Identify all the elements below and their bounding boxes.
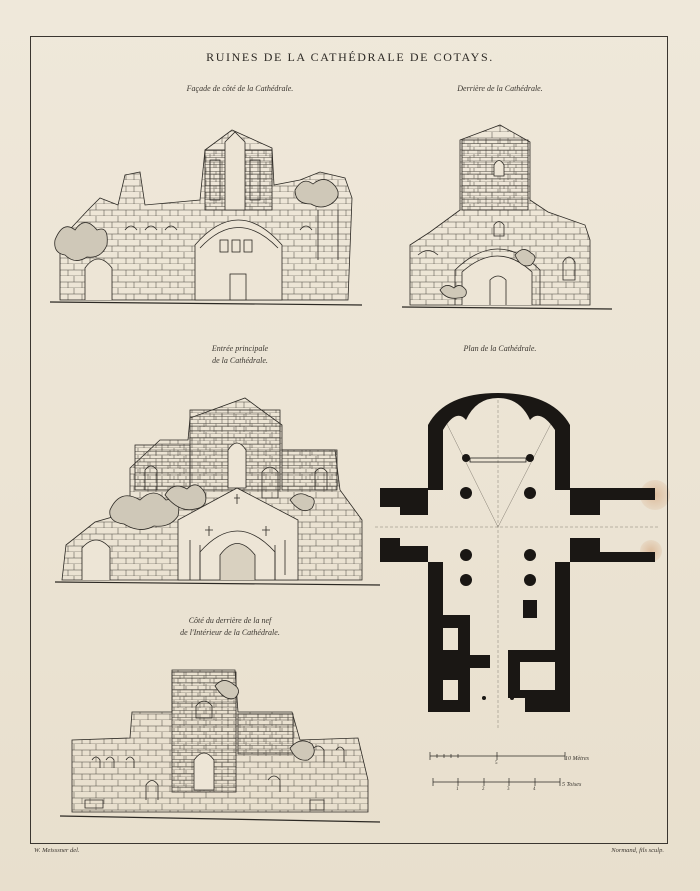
caption-entry: Entrée principale de la Cathédrale.	[160, 343, 320, 367]
caption-back: Derrière de la Cathédrale.	[457, 84, 543, 93]
scale-metres-label: 10 Mètres	[565, 756, 589, 762]
scale-bars	[429, 752, 566, 786]
scale-toises-tick: 4	[533, 787, 536, 792]
caption-plan: Plan de la Cathédrale.	[463, 344, 537, 353]
caption-interior-line1: Côté du derrière de la nef	[188, 616, 272, 625]
scale-metres-tick: 5	[495, 761, 498, 766]
scale-toises-tick: 1	[456, 787, 459, 792]
caption-entry-line1: Entrée principale	[211, 344, 269, 353]
caption-facade: Façade de côté de la Cathédrale.	[186, 84, 294, 93]
caption-interior: Côté du derrière de la nef de l'Intérieu…	[130, 615, 330, 639]
drawing-floor-plan	[375, 393, 660, 730]
credit-engraver: Normand, fils sculp.	[611, 847, 664, 854]
drawing-nave-interior	[59, 669, 381, 823]
caption-entry-line2: de la Cathédrale.	[212, 356, 268, 365]
drawing-back	[401, 124, 613, 310]
drawing-side-facade	[49, 129, 363, 306]
credit-draughtsman: W. Meisssner del.	[34, 847, 80, 854]
scale-toises-tick: 3	[507, 787, 510, 792]
scale-toises-label: 5 Toises	[562, 782, 582, 788]
plate-title: RUINES DE LA CATHÉDRALE DE COTAYS.	[206, 50, 494, 64]
caption-interior-line2: de l'Intérieur de la Cathédrale.	[180, 628, 280, 637]
drawing-main-entrance	[54, 397, 381, 586]
plate-border	[30, 36, 668, 844]
scale-toises-tick: 2	[482, 787, 485, 792]
